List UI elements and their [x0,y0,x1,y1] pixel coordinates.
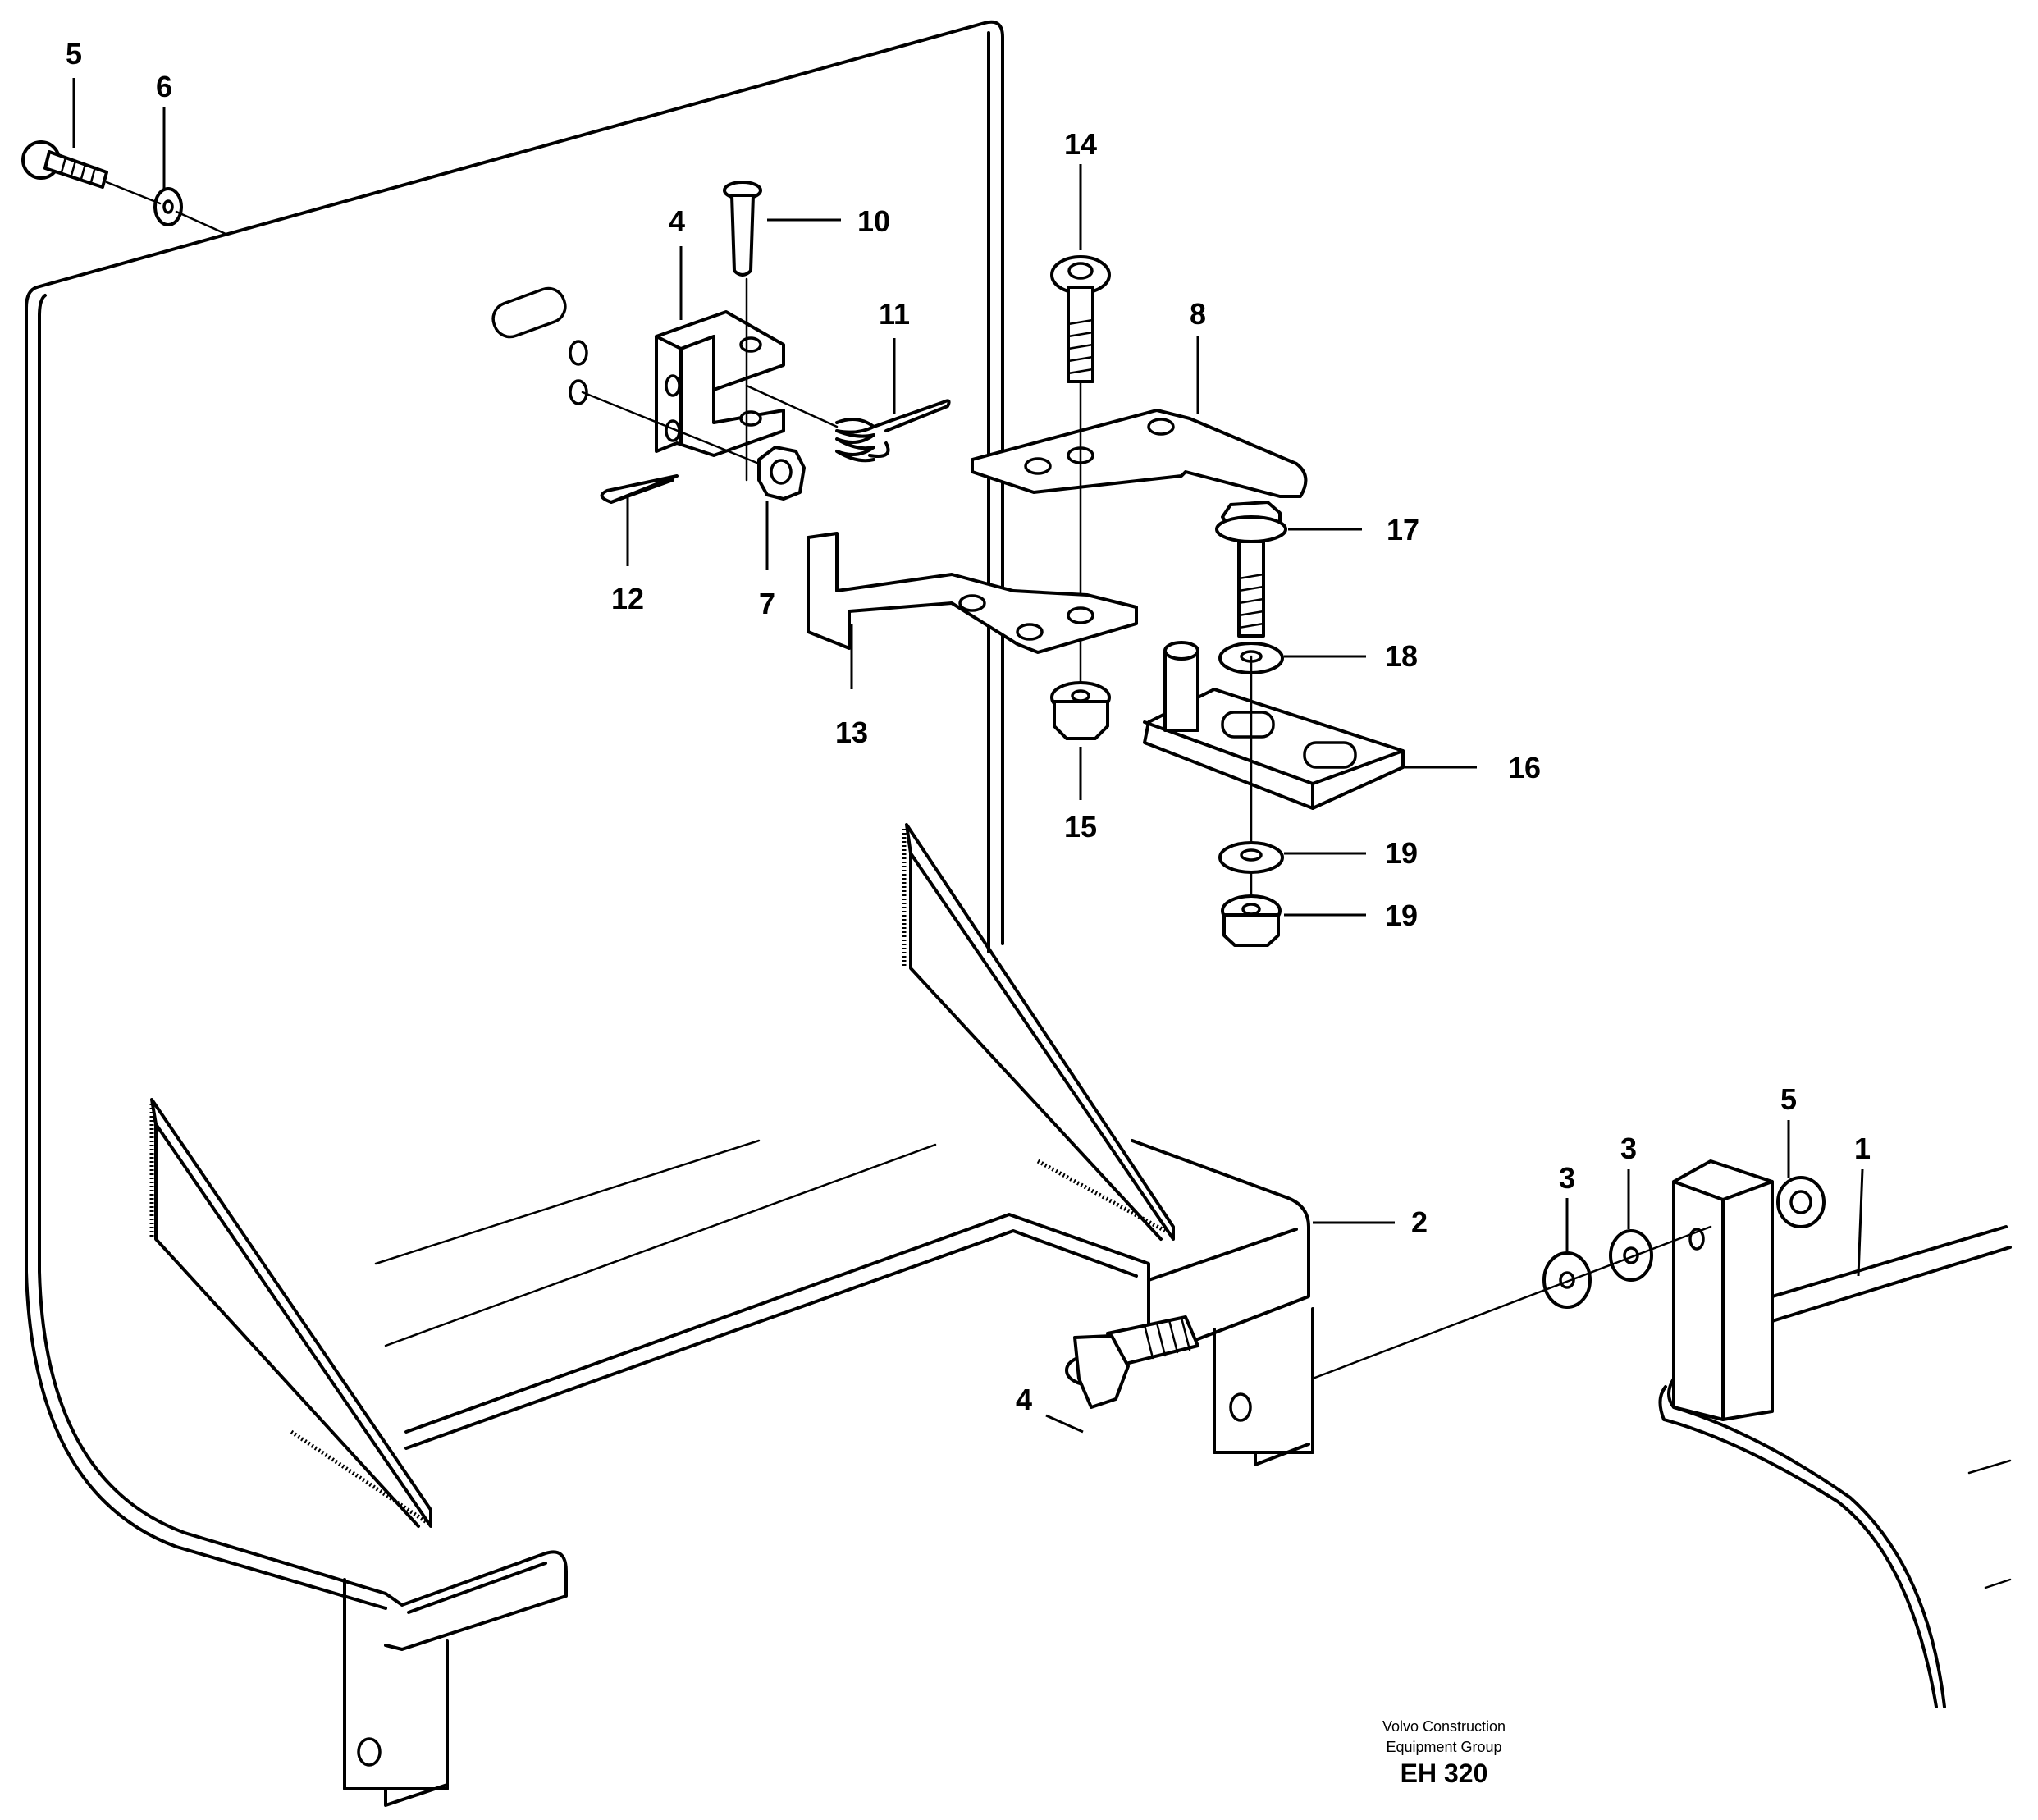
latch-14 [807,532,1138,654]
callout-9: 7 [759,587,775,620]
caption-line-1: Volvo Construction [1382,1718,1506,1735]
callout-13: 12 [611,582,644,615]
callout-12: 11 [879,297,910,331]
cotter-13 [600,474,679,504]
callout-5: 5 [1780,1082,1797,1116]
callout-10: 8 [1190,297,1206,331]
plate-10 [971,409,1308,498]
callout-19-lower: 19 [1385,836,1418,870]
nut-5 [1776,1176,1826,1228]
callout-3-left: 3 [1559,1161,1575,1195]
callout-15: 14 [1064,127,1097,161]
assembly-line-top [105,181,227,236]
washer-19-lower [1218,841,1284,874]
nut-16 [1050,681,1111,740]
spring-axis [745,384,839,428]
leader-lines [72,78,1864,1434]
gusset-plates [149,823,1175,1528]
callout-11: 10 [857,204,890,238]
callout-7: 5 [66,37,82,71]
callout-1: 1 [1854,1132,1871,1165]
nut-20 [1221,894,1282,947]
caption-line-2: Equipment Group [1386,1739,1501,1755]
bolt-18 [1215,501,1287,638]
washer-8 [153,187,183,226]
bolt-15 [1050,255,1111,383]
plate-17 [1143,641,1405,810]
callout-labels: 5 6 4 10 11 12 7 14 8 13 15 17 18 16 19 … [66,37,1871,1416]
nut-9 [757,446,806,501]
callout-17: 16 [1508,751,1541,784]
callout-20: 19 [1385,899,1418,932]
callout-8: 6 [156,70,172,103]
callout-4: 4 [1016,1383,1032,1416]
nut-axis [581,391,761,465]
pin-11 [723,181,762,277]
base-frame [343,1139,1314,1807]
bolt-4 [1065,1315,1199,1409]
callout-2: 2 [1411,1205,1428,1239]
slot-and-holes [491,286,588,405]
callout-14: 13 [835,716,868,749]
assembly-line-bottom [1311,1225,1712,1380]
spring-12 [835,399,951,463]
bolt-7 [21,140,108,189]
callout-19-upper: 18 [1385,639,1418,673]
back-plate [25,20,1004,1610]
callout-18: 17 [1387,513,1419,546]
callout-3-right: 3 [1620,1132,1637,1165]
side-frame [1658,1159,2012,1708]
callout-16: 15 [1064,810,1097,844]
bracket-6 [655,310,785,457]
caption: Volvo Construction Equipment Group EH 32… [1382,1718,1506,1788]
callout-6: 4 [669,204,685,238]
caption-code: EH 320 [1401,1758,1488,1788]
washers-3 [1542,1229,1653,1309]
